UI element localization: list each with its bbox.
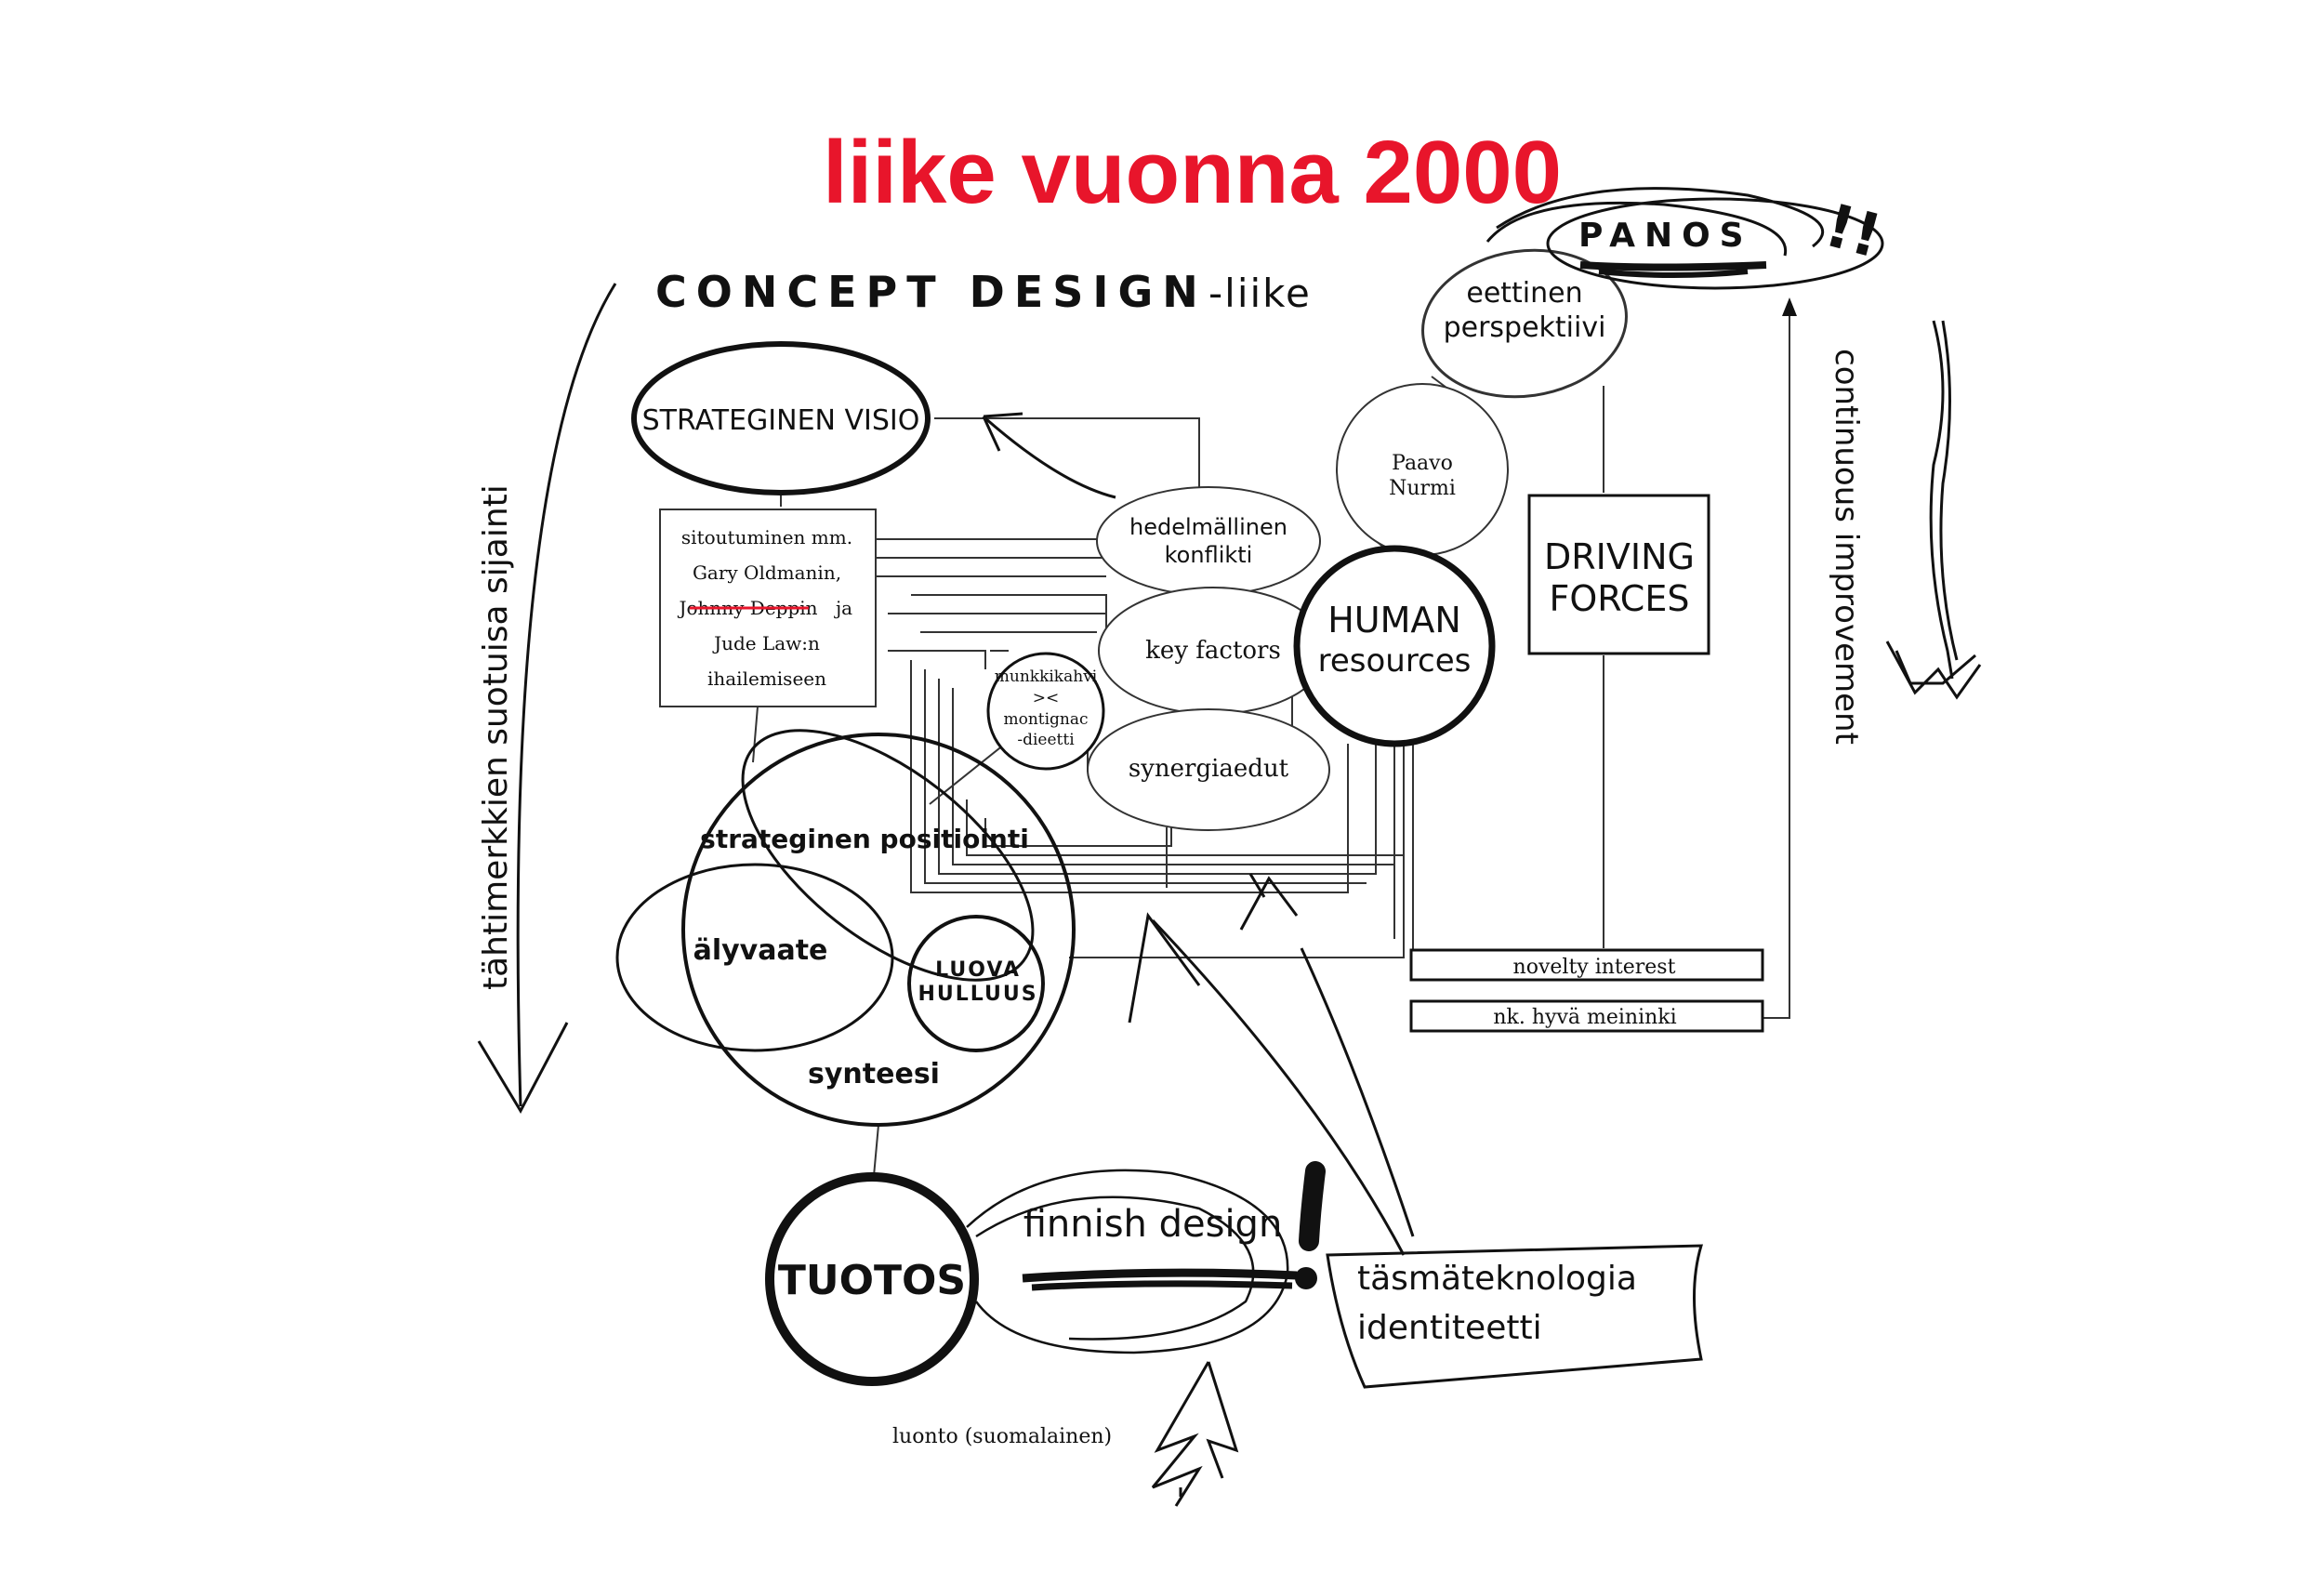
human-line-2: resources	[1318, 642, 1472, 680]
luova-line-2: HULLUUS	[918, 983, 1037, 1006]
exclamation-icon	[1299, 1161, 1326, 1251]
panos-label: PANOS	[1578, 217, 1753, 255]
concept-design-heading: CONCEPT DESIGN	[655, 267, 1208, 317]
strateginen-positiointi-label: strateginen positiointi	[700, 824, 1029, 854]
munkki-line-4: -dieetti	[1017, 731, 1075, 749]
hedelmallinen-ellipse	[1096, 486, 1321, 596]
synteesi-big-circle	[681, 733, 1076, 1127]
alyvaate-label: älyvaate	[693, 934, 828, 967]
positiointi-ellipse	[741, 729, 1035, 982]
paavo-line-2: Nurmi	[1389, 477, 1456, 500]
hedelmallinen-line-2: konflikti	[1165, 542, 1253, 568]
munkki-circle	[986, 652, 1105, 771]
hedelmallinen-line-1: hedelmällinen	[1129, 514, 1287, 540]
eettinen-ellipse	[1421, 248, 1628, 399]
sitoutuminen-line-2: Gary Oldmanin,	[693, 561, 841, 584]
left-arrowhead-icon	[477, 1022, 569, 1115]
identiteetti-label: identiteetti	[1357, 1309, 1542, 1347]
munkki-line-3: montignac	[1003, 710, 1088, 729]
tuotos-circle	[765, 1172, 979, 1386]
meininki-label: nk. hyvä meininki	[1493, 1006, 1676, 1029]
driving-forces-box	[1527, 494, 1710, 655]
synteesi-label: synteesi	[808, 1058, 940, 1090]
arrowhead-icon	[982, 412, 1023, 452]
human-line-1: HUMAN	[1327, 600, 1461, 641]
panos-scribble	[1486, 187, 1884, 290]
panos-exclaim: !!	[1818, 192, 1889, 272]
paavo-line-1: Paavo	[1392, 452, 1453, 475]
synergiaedut-ellipse	[1087, 708, 1330, 831]
novelty-label: novelty interest	[1513, 956, 1676, 979]
tree-icon	[1151, 1361, 1239, 1507]
eettinen-line-1: eettinen	[1466, 277, 1582, 310]
sitoutuminen-line-3b: ja	[834, 597, 852, 619]
novelty-box	[1409, 948, 1764, 982]
right-side-label: continuous improvement	[1828, 349, 1865, 745]
meininki-box	[1409, 999, 1764, 1033]
finnish-design-scribble	[966, 1169, 1298, 1354]
page-title: liike vuonna 2000	[823, 123, 1562, 222]
sitoutuminen-line-4: Jude Law:n	[712, 632, 820, 654]
tasmateknologia-label: täsmäteknologia	[1357, 1260, 1637, 1298]
human-resources-circle	[1293, 545, 1496, 747]
key-factors-label: key factors	[1145, 637, 1281, 665]
driving-line-1: DRIVING	[1544, 536, 1695, 577]
alyvaate-ellipse	[615, 863, 894, 1052]
liike-suffix: -liike	[1208, 271, 1312, 316]
strateginen-visio-ellipse	[631, 341, 931, 495]
left-side-label: tähtimerkkien suotuisa sijainti	[477, 484, 515, 990]
tasmateknologia-box	[1326, 1244, 1704, 1389]
exclamation-dot-icon	[1295, 1267, 1317, 1289]
up-arrow-icon	[1782, 297, 1797, 316]
sitoutuminen-line-1: sitoutuminen mm.	[681, 526, 852, 548]
luova-line-1: LUOVA	[935, 958, 1021, 982]
arrow-to-visio	[984, 416, 1116, 499]
tuotos-label: TUOTOS	[778, 1257, 966, 1304]
luonto-label: luonto (suomalainen)	[892, 1425, 1112, 1448]
finnish-design-label: finnish design	[1023, 1203, 1283, 1246]
luova-hulluus-circle	[907, 915, 1045, 1052]
synergiaedut-label: synergiaedut	[1129, 755, 1289, 783]
sitoutuminen-line-5: ihailemiseen	[707, 667, 826, 690]
strateginen-visio-label: STRATEGINEN VISIO	[642, 404, 920, 437]
driving-line-2: FORCES	[1550, 578, 1690, 619]
munkki-line-2: ><	[1033, 689, 1060, 707]
right-squiggle-arrow	[1885, 320, 1982, 700]
left-curve-arrow	[516, 283, 617, 1107]
hand-drawn-arrows	[1128, 873, 1415, 1256]
eettinen-line-2: perspektiivi	[1444, 311, 1606, 344]
munkki-line-1: munkkikahvi	[995, 667, 1098, 686]
